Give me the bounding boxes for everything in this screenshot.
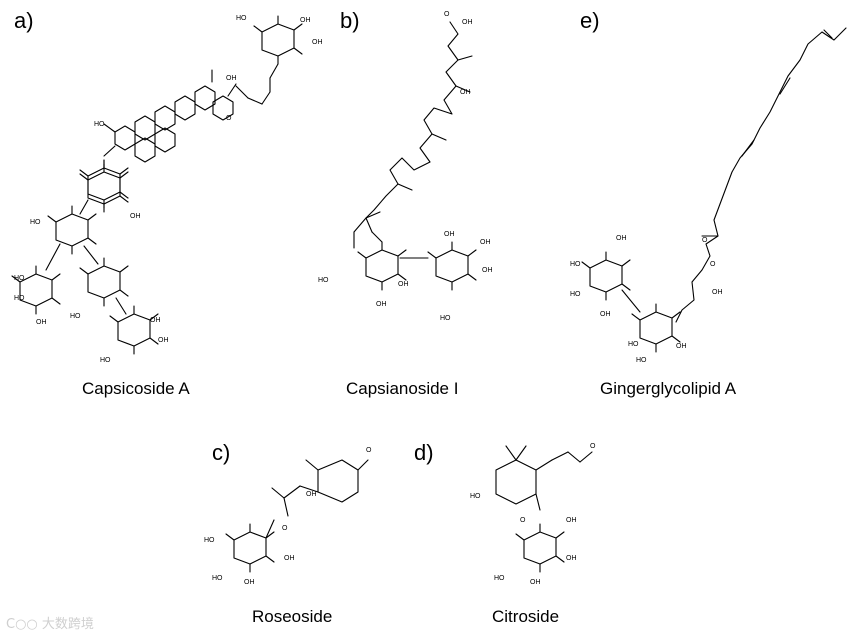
svg-text:OH: OH — [226, 75, 237, 82]
capsianoside-i-structure: OH O OH HO OH OH OH OH HO OH — [318, 11, 493, 322]
svg-text:OH: OH — [482, 267, 493, 274]
svg-text:HO: HO — [318, 277, 329, 284]
svg-text:OH: OH — [676, 343, 687, 350]
svg-text:O: O — [710, 261, 716, 268]
panel-b-letter: b) — [340, 8, 360, 33]
svg-text:OH: OH — [130, 213, 141, 220]
svg-text:HO: HO — [94, 121, 105, 128]
svg-text:HO: HO — [636, 357, 647, 364]
svg-text:HO: HO — [100, 357, 111, 364]
panel-c-letter: c) — [212, 440, 230, 465]
svg-text:OH: OH — [530, 579, 541, 586]
panel-e-name: Gingerglycolipid A — [600, 379, 737, 398]
svg-text:HO: HO — [14, 295, 25, 302]
panel-e: e) O O OH OH HO HO OH HO HO OH Gingergly… — [570, 8, 847, 398]
gingerglycolipid-a-structure: O O OH OH HO HO OH HO HO OH — [570, 27, 847, 364]
svg-text:HO: HO — [236, 15, 247, 22]
svg-text:OH: OH — [462, 19, 473, 26]
roseoside-structure: O OH O HO HO OH OH — [204, 447, 372, 586]
panel-e-letter: e) — [580, 8, 600, 33]
svg-text:OH: OH — [600, 311, 611, 318]
panel-d-letter: d) — [414, 440, 434, 465]
panel-a: a) — [11, 8, 323, 398]
svg-text:OH: OH — [376, 301, 387, 308]
svg-text:HO: HO — [440, 315, 451, 322]
svg-text:HO: HO — [30, 219, 41, 226]
svg-text:OH: OH — [460, 89, 471, 96]
panel-a-name: Capsicoside A — [82, 379, 190, 398]
panel-b-name: Capsianoside I — [346, 379, 458, 398]
panel-d: d) O HO O OH OH HO OH Citroside — [414, 440, 596, 626]
svg-text:O: O — [520, 517, 526, 524]
svg-text:OH: OH — [150, 317, 161, 324]
svg-text:OH: OH — [306, 491, 317, 498]
panel-b: b) OH O OH HO OH OH OH OH HO OH Capsiano… — [318, 8, 493, 398]
svg-text:OH: OH — [158, 337, 169, 344]
svg-text:HO: HO — [628, 341, 639, 348]
svg-text:HO: HO — [570, 261, 581, 268]
svg-text:O: O — [590, 443, 596, 450]
svg-text:OH: OH — [36, 319, 47, 326]
citroside-structure: O HO O OH OH HO OH — [470, 443, 596, 586]
svg-text:HO: HO — [70, 313, 81, 320]
svg-text:HO: HO — [204, 537, 215, 544]
svg-text:O: O — [702, 237, 708, 244]
panel-a-letter: a) — [14, 8, 34, 33]
capsicoside-a-structure: HO OH O OH OH HO HO HO OH HO OH OH HO HO… — [11, 15, 323, 364]
svg-text:HO: HO — [212, 575, 223, 582]
svg-text:O: O — [366, 447, 372, 454]
svg-text:HO: HO — [14, 275, 25, 282]
svg-text:HO: HO — [494, 575, 505, 582]
svg-text:OH: OH — [300, 17, 311, 24]
panel-c: c) O OH O HO HO OH OH Roseoside — [204, 440, 372, 626]
panel-c-name: Roseoside — [252, 607, 332, 626]
svg-text:OH: OH — [566, 517, 577, 524]
svg-text:O: O — [282, 525, 288, 532]
svg-text:OH: OH — [398, 281, 409, 288]
svg-text:OH: OH — [244, 579, 255, 586]
watermark-logo: C○○ 大数跨境 — [6, 617, 94, 632]
svg-text:OH: OH — [566, 555, 577, 562]
svg-text:OH: OH — [480, 239, 491, 246]
svg-text:OH: OH — [312, 39, 323, 46]
svg-text:OH: OH — [712, 289, 723, 296]
svg-text:HO: HO — [470, 493, 481, 500]
panel-d-name: Citroside — [492, 607, 559, 626]
svg-text:OH: OH — [444, 231, 455, 238]
svg-text:O: O — [226, 115, 232, 122]
svg-text:OH: OH — [616, 235, 627, 242]
svg-text:O: O — [444, 11, 450, 18]
svg-text:HO: HO — [570, 291, 581, 298]
svg-text:OH: OH — [284, 555, 295, 562]
